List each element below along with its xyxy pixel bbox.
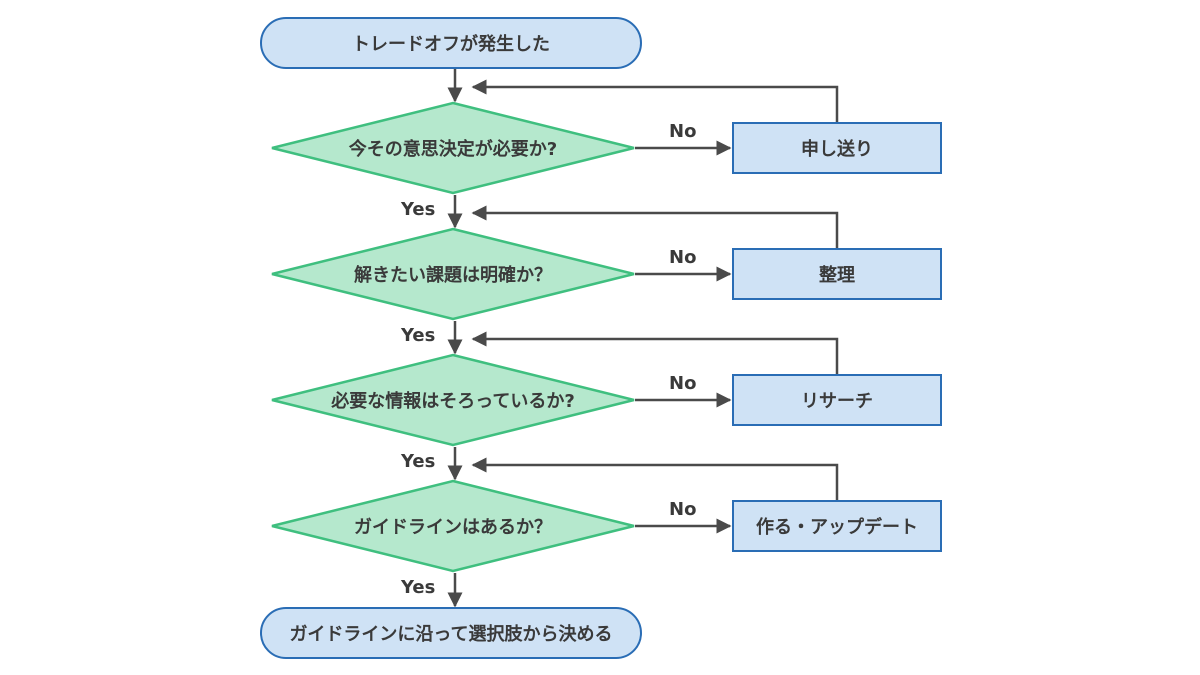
decision-3-label: 必要な情報はそろっているか? <box>331 391 575 412</box>
yes-label-1: Yes <box>401 199 436 220</box>
decision-1: 今その意思決定が必要か? <box>270 101 636 195</box>
action-organize-label: 整理 <box>819 265 855 286</box>
no-label-2: No <box>669 247 697 268</box>
yes-label-3: Yes <box>401 451 436 472</box>
decision-1-label: 今その意思決定が必要か? <box>348 139 558 160</box>
start-terminal: トレードオフが発生した <box>260 17 642 69</box>
start-label: トレードオフが発生した <box>352 34 550 55</box>
decision-4-label: ガイドラインはあるか？ <box>354 517 552 538</box>
action-defer: 申し送り <box>732 122 942 174</box>
action-create-update: 作る・アップデート <box>732 500 942 552</box>
action-research: リサーチ <box>732 374 942 426</box>
decision-2: 解きたい課題は明確か？ <box>270 227 636 321</box>
loop-back-4 <box>471 457 839 500</box>
yes-label-2: Yes <box>401 325 436 346</box>
action-defer-label: 申し送り <box>801 139 873 160</box>
loop-back-2 <box>471 205 839 248</box>
action-research-label: リサーチ <box>801 391 873 412</box>
decision-4: ガイドラインはあるか？ <box>270 479 636 573</box>
no-label-1: No <box>669 121 697 142</box>
end-label: ガイドラインに沿って選択肢から決める <box>289 624 613 645</box>
decision-2-label: 解きたい課題は明確か？ <box>354 265 552 286</box>
action-organize: 整理 <box>732 248 942 300</box>
no-label-3: No <box>669 373 697 394</box>
no-label-4: No <box>669 499 697 520</box>
action-create-update-label: 作る・アップデート <box>756 517 918 538</box>
loop-back-1 <box>471 79 839 122</box>
decision-3: 必要な情報はそろっているか? <box>270 353 636 447</box>
yes-label-4: Yes <box>401 577 436 598</box>
end-terminal: ガイドラインに沿って選択肢から決める <box>260 607 642 659</box>
loop-back-3 <box>471 331 839 374</box>
